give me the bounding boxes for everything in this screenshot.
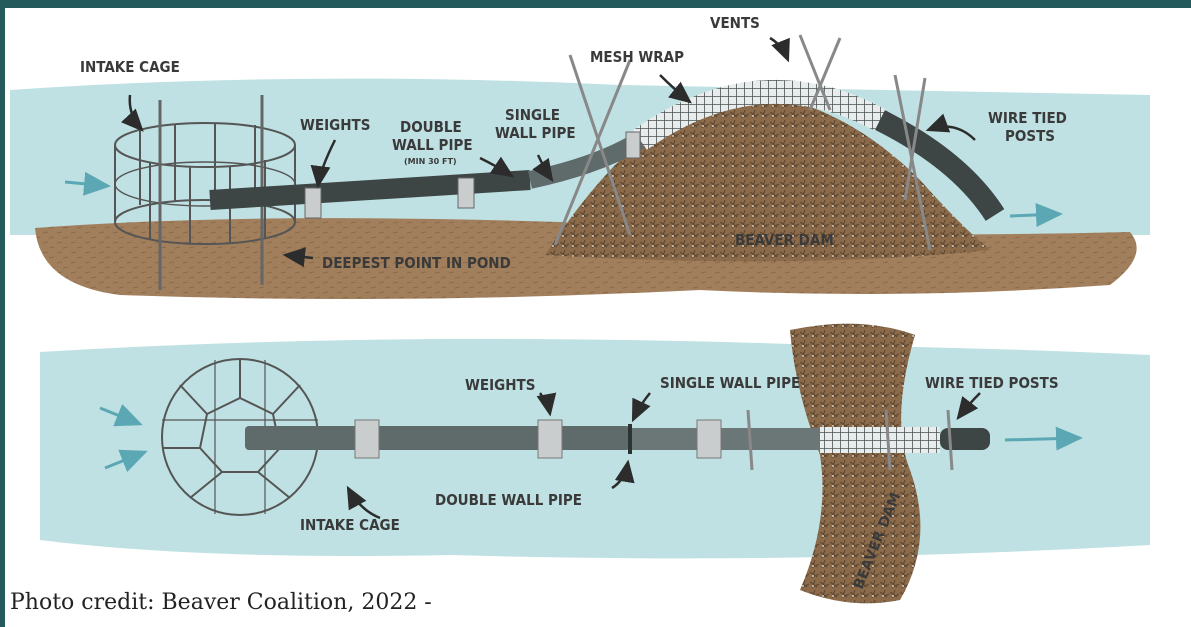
side-weight xyxy=(626,132,640,158)
label-deepest-point: DEEPEST POINT IN POND xyxy=(322,254,511,272)
label-wire-tied-posts: WIRE TIED xyxy=(988,109,1067,127)
plan-pipe-double-wall xyxy=(245,426,630,450)
label-mesh-wrap: MESH WRAP xyxy=(590,48,684,66)
plan-label-single-wall-pipe: SINGLE WALL PIPE xyxy=(660,374,800,392)
label-double-wall-pipe-2: WALL PIPE xyxy=(392,136,473,154)
plan-pipe-mesh-wrap xyxy=(820,427,940,453)
plan-pipe-single-wall xyxy=(630,428,820,450)
label-weights: WEIGHTS xyxy=(300,116,370,134)
photo-credit: Photo credit: Beaver Coalition, 2022 - xyxy=(10,590,432,615)
plan-view: WEIGHTS SINGLE WALL PIPE WIRE TIED POSTS… xyxy=(40,324,1150,604)
side-section-view: INTAKE CAGE WEIGHTS DOUBLE WALL PIPE (MI… xyxy=(10,14,1150,299)
label-double-wall-pipe-note: (MIN 30 FT) xyxy=(404,157,457,166)
outflow-arrow xyxy=(1010,214,1060,216)
side-weight xyxy=(305,188,321,218)
plan-weight xyxy=(355,420,379,458)
plan-label-double-wall-pipe: DOUBLE WALL PIPE xyxy=(435,491,582,509)
plan-pipe-outlet xyxy=(940,428,990,450)
label-double-wall-pipe: DOUBLE xyxy=(400,118,462,136)
label-beaver-dam: BEAVER DAM xyxy=(735,231,834,249)
label-intake-cage: INTAKE CAGE xyxy=(80,58,180,76)
plan-outflow-arrow xyxy=(1005,438,1080,440)
side-weight xyxy=(458,178,474,208)
label-vents: VENTS xyxy=(710,14,760,32)
label-single-wall-pipe: SINGLE xyxy=(505,106,560,124)
label-single-wall-pipe-2: WALL PIPE xyxy=(495,124,576,142)
label-wire-tied-posts-2: POSTS xyxy=(1005,127,1055,145)
plan-weight xyxy=(697,420,721,458)
plan-label-wire-tied-posts: WIRE TIED POSTS xyxy=(925,374,1059,392)
plan-label-intake-cage: INTAKE CAGE xyxy=(300,516,400,534)
plan-label-weights: WEIGHTS xyxy=(465,376,535,394)
plan-weight xyxy=(538,420,562,458)
